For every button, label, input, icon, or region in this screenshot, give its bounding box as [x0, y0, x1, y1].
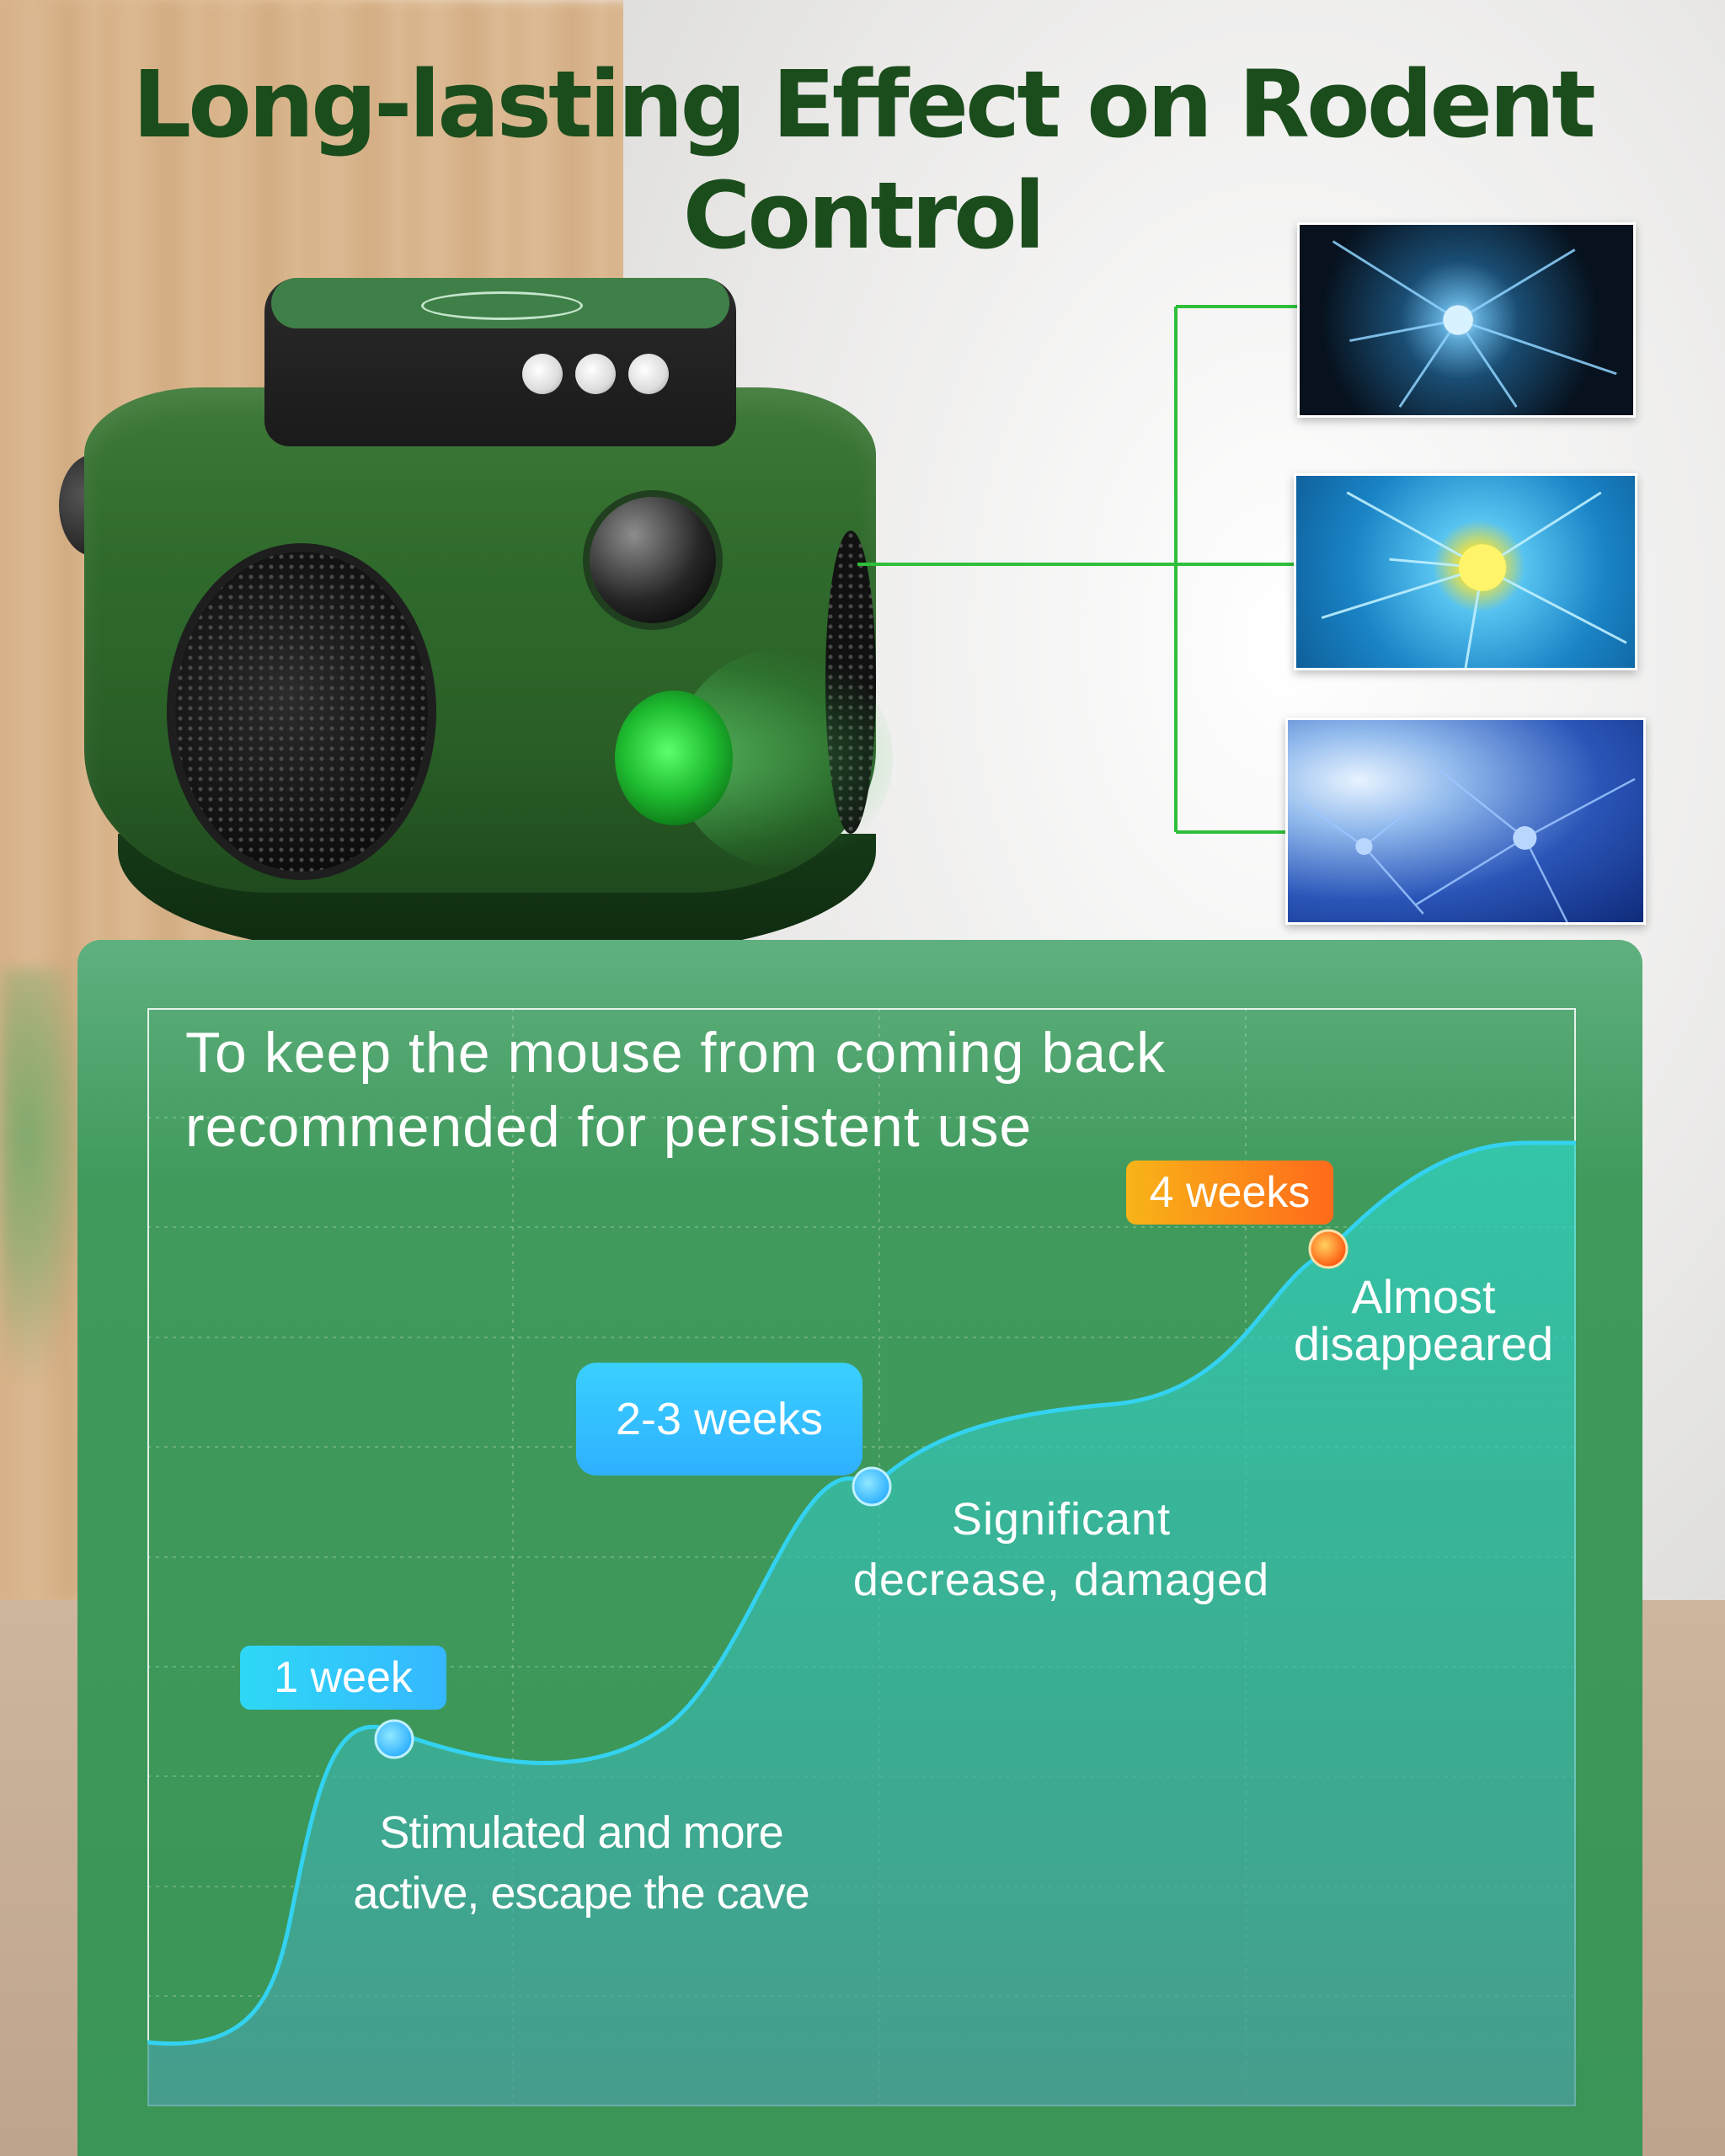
stage-description-2-3-weeks: Significant decrease, damaged — [809, 1489, 1314, 1610]
speaker-grille — [175, 552, 428, 872]
neuron-image-bright — [1294, 473, 1637, 670]
stage-description-1-week: Stimulated and more active, escape the c… — [328, 1802, 834, 1924]
stage-description-line: disappeared — [1293, 1317, 1554, 1370]
page-title: Long-lasting Effect on Rodent Control — [132, 51, 1596, 270]
panel-heading-line: To keep the mouse from coming back — [185, 1021, 1167, 1085]
power-ring-icon — [421, 291, 583, 320]
panel-heading: To keep the mouse from coming back recom… — [185, 1016, 1365, 1164]
stage-marker-4-weeks — [1308, 1229, 1348, 1269]
mode-led-icon — [628, 354, 669, 394]
motion-sensor-icon — [590, 497, 716, 623]
neuron-image-network — [1285, 718, 1646, 925]
stage-description-line: Almost — [1351, 1270, 1496, 1323]
mode-led-icon — [522, 354, 563, 394]
stage-badge-4-weeks: 4 weeks — [1126, 1161, 1333, 1225]
stage-badge-1-week: 1 week — [240, 1646, 446, 1710]
stage-description-line: active, escape the cave — [353, 1868, 809, 1919]
mode-led-icon — [575, 354, 616, 394]
panel-heading-line: recommended for persistent use — [185, 1095, 1033, 1159]
stage-description-line: decrease, damaged — [852, 1555, 1270, 1605]
effect-curve-chart — [147, 1008, 1576, 2106]
stage-marker-2-3-weeks — [852, 1466, 892, 1507]
stage-description-4-weeks: Almost disappeared — [1247, 1273, 1600, 1368]
effect-curve-area — [147, 1143, 1576, 2106]
background-plant — [0, 969, 93, 1390]
strobe-light-icon — [615, 691, 733, 825]
stage-badge-2-3-weeks: 2-3 weeks — [576, 1363, 862, 1476]
stage-description-line: Stimulated and more — [379, 1807, 783, 1858]
rodent-repeller-device — [59, 278, 893, 985]
stage-description-line: Significant — [951, 1494, 1172, 1545]
stage-marker-1-week — [374, 1719, 414, 1759]
neuron-image-dark — [1297, 222, 1636, 418]
effect-curve-line — [147, 1140, 1576, 2046]
